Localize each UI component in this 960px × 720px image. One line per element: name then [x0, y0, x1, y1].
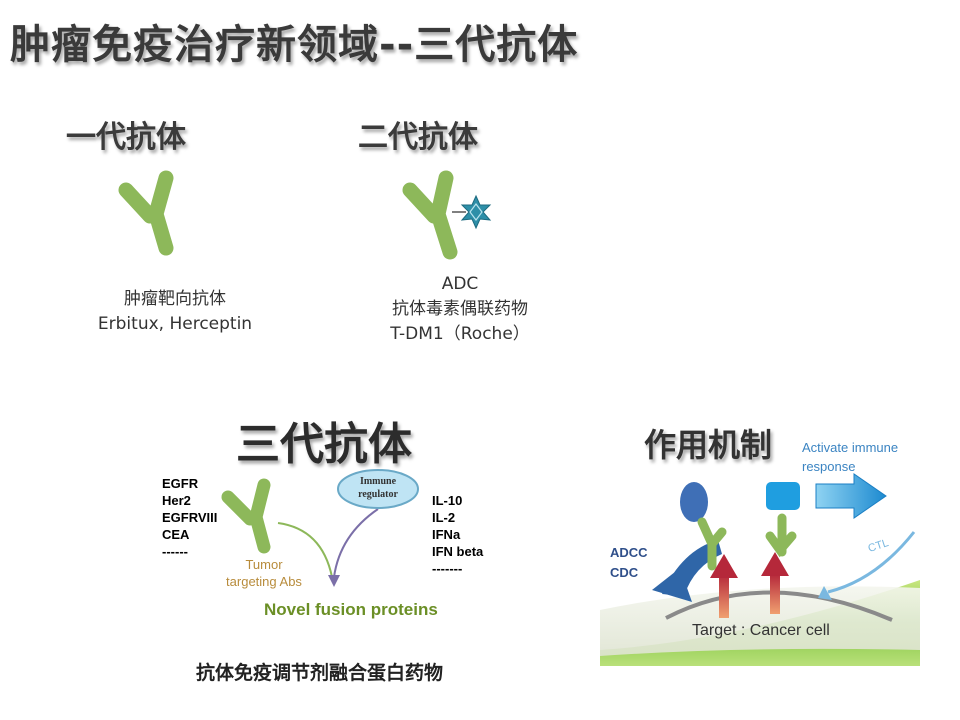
immune-cell-icon: [766, 482, 800, 510]
mechanism-heading: 作用机制: [644, 426, 773, 464]
regulator-item: IL-2: [432, 510, 456, 525]
regulator-arrow-icon: [333, 508, 379, 578]
mechanism-diagram: [600, 473, 920, 666]
adcc-label: ADCC: [610, 545, 648, 560]
fusion-diagram: [221, 469, 419, 587]
tumor-abs-line1: Tumor: [245, 557, 283, 572]
antibody-arrow-icon: [277, 522, 333, 578]
toxin-star-icon: [460, 194, 492, 230]
immune-regulator-line1: Immune: [359, 476, 397, 487]
target-item: ------: [162, 544, 188, 559]
fusion-label: Novel fusion proteins: [264, 600, 438, 619]
tumor-antibody-icon: [221, 478, 271, 554]
immune-regulator-line2: regulator: [358, 489, 398, 500]
activate-line1: Activate immune: [802, 440, 899, 455]
gen2-desc-line3: T-DM1（Roche）: [390, 324, 530, 344]
antibody-icon: [697, 517, 727, 571]
cdc-label: CDC: [610, 565, 639, 580]
target-item: CEA: [162, 527, 190, 542]
tumor-abs-line2: targeting Abs: [226, 574, 302, 589]
red-arrow-icon: [761, 552, 789, 576]
gen1-desc-line2: Erbitux, Herceptin: [97, 314, 253, 334]
gen2-desc-line1: ADC: [441, 274, 479, 294]
regulator-item: IFNa: [432, 527, 461, 542]
gen1-heading: 一代抗体: [66, 120, 186, 155]
regulator-item: IFN beta: [432, 544, 484, 559]
effector-cell-icon: [680, 482, 708, 522]
gen2-heading: 二代抗体: [358, 120, 478, 155]
antibody-icon: [118, 170, 174, 256]
target-item: EGFRVIII: [162, 510, 218, 525]
red-arrow-icon: [710, 554, 738, 578]
activate-line2: response: [802, 459, 856, 474]
antibody-icon: [765, 513, 797, 558]
target-item: Her2: [162, 493, 191, 508]
page-title: 肿瘤免疫治疗新领域--三代抗体: [10, 22, 579, 68]
activate-arrow-icon: [815, 473, 887, 519]
gen3-heading: 三代抗体: [236, 419, 412, 470]
regulator-item: IL-10: [432, 493, 463, 508]
gen2-desc-line2: 抗体毒素偶联药物: [392, 299, 528, 319]
adc-antibody-icon: [402, 170, 492, 260]
regulator-item: -------: [432, 561, 463, 576]
target-list: EGFR Her2 EGFRVIII CEA ------: [162, 475, 217, 560]
gen1-desc-line1: 肿瘤靶向抗体: [124, 289, 226, 309]
regulator-list: IL-10 IL-2 IFNa IFN beta -------: [432, 492, 483, 577]
immune-regulator-icon: [337, 469, 419, 509]
target-label: Target : Cancer cell: [692, 622, 830, 639]
ctl-arrow-icon: [827, 531, 916, 594]
target-item: EGFR: [162, 476, 199, 491]
gen3-caption: 抗体免疫调节剂融合蛋白药物: [196, 662, 444, 684]
